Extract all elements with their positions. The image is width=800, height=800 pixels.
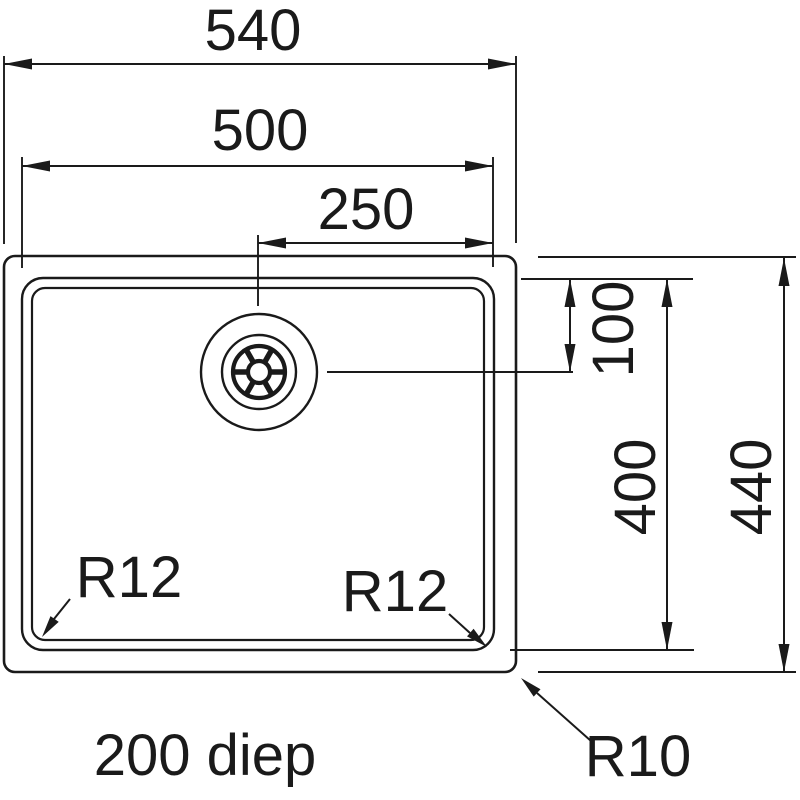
label-radius-outer: R10 xyxy=(585,724,691,789)
drain-outer-circle xyxy=(199,312,319,432)
label-bowl-width: 500 xyxy=(212,98,309,163)
drain-middle-circle xyxy=(220,333,298,411)
drain-hub xyxy=(245,358,273,386)
arrow-r12-left xyxy=(42,616,59,637)
leader-r12-left xyxy=(53,598,71,620)
arrowheads xyxy=(4,58,790,697)
arrow-440-down xyxy=(778,644,790,672)
sink-outer-rim-outline xyxy=(2,254,518,674)
leader-r12-right xyxy=(448,613,471,634)
arrow-500-left xyxy=(22,160,50,172)
label-radius-bowl-left: R12 xyxy=(76,545,182,610)
arrow-100-up xyxy=(564,279,576,307)
arrow-540-right xyxy=(488,58,516,70)
arrow-250-right xyxy=(465,237,493,249)
dimension-labels: 540 500 250 100 400 440 R12 R12 R10 200 … xyxy=(76,0,784,789)
label-bowl-height: 400 xyxy=(603,439,668,536)
arrow-400-down xyxy=(661,622,673,650)
arrow-r10 xyxy=(521,678,541,697)
drain-spokes xyxy=(234,348,284,396)
extension-lines xyxy=(3,56,796,673)
arrow-250-left xyxy=(258,237,286,249)
arrow-400-up xyxy=(661,279,673,307)
label-depth-note: 200 diep xyxy=(94,723,317,788)
arrow-440-up xyxy=(778,258,790,286)
arrow-540-left xyxy=(4,58,32,70)
leader-r10 xyxy=(536,692,592,742)
label-overall-width: 540 xyxy=(205,0,302,63)
drain-strainer-ring xyxy=(230,343,288,401)
arrow-r12-right xyxy=(467,628,487,647)
label-drain-offset-y: 100 xyxy=(581,281,646,378)
drain-icon xyxy=(199,312,319,432)
arrow-100-down xyxy=(564,344,576,372)
arrow-500-right xyxy=(465,160,493,172)
label-overall-height: 440 xyxy=(719,439,784,536)
label-drain-offset-x: 250 xyxy=(318,177,415,242)
label-radius-bowl-right: R12 xyxy=(342,559,448,624)
